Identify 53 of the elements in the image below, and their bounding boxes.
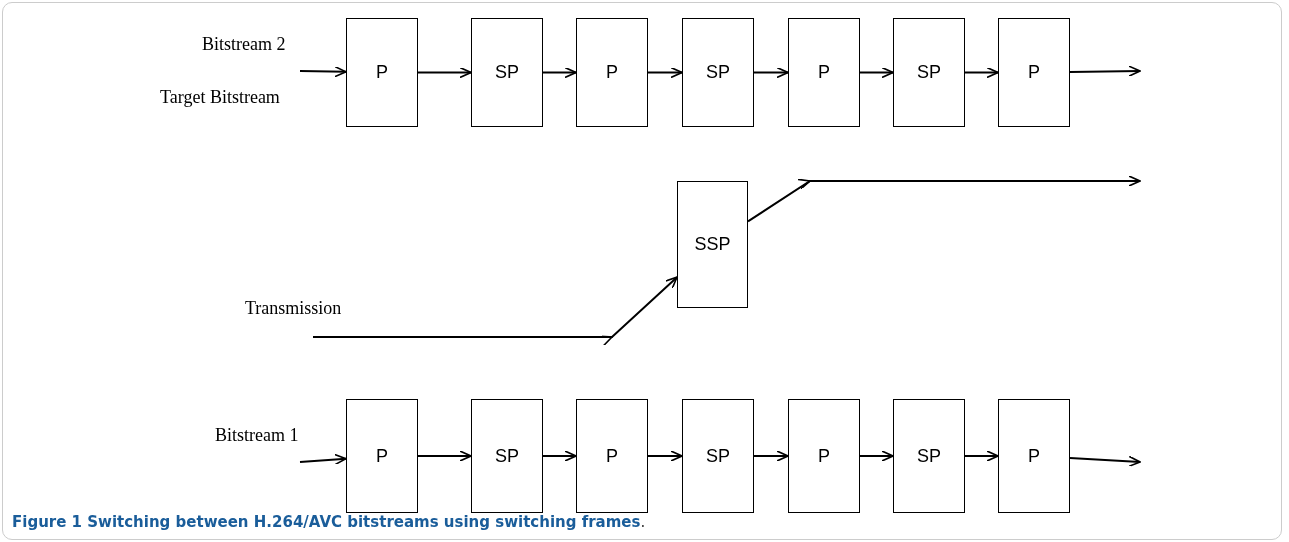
- frame-type-label: SP: [917, 445, 941, 467]
- frame-type-label: P: [818, 445, 830, 467]
- frame-type-label: SP: [495, 62, 519, 83]
- frame-type-label: SP: [495, 445, 519, 467]
- frame-type-label: P: [1028, 62, 1040, 83]
- arrow: [1069, 455, 1141, 468]
- frame-box: [998, 18, 1070, 127]
- frame-type-label: P: [606, 445, 618, 467]
- arrow: [417, 450, 472, 462]
- arrow: [312, 276, 678, 345]
- frame-type-label: SSP: [694, 234, 731, 255]
- arrow: [542, 66, 577, 79]
- arrow: [647, 450, 683, 462]
- frame-type-label: P: [376, 62, 388, 83]
- frame-box: [346, 399, 418, 513]
- frame-box: [998, 399, 1070, 513]
- arrow: [859, 450, 894, 462]
- figure-caption: Figure 1 Switching between H.264/AVC bitstreams using switching frames.: [12, 513, 646, 531]
- arrow: [859, 66, 894, 79]
- arrow: [753, 66, 789, 79]
- arrow: [299, 65, 347, 78]
- frame-type-label: P: [376, 445, 388, 467]
- arrow: [1069, 65, 1141, 77]
- frame-box: [788, 399, 860, 513]
- frame-box: [471, 18, 543, 127]
- frame-box: [682, 18, 754, 127]
- frame-type-label: P: [606, 62, 618, 83]
- stream-label: Transmission: [245, 298, 342, 319]
- arrow: [542, 450, 577, 462]
- frame-type-label: SP: [706, 62, 730, 83]
- frame-box: [576, 399, 648, 513]
- frame-type-label: SP: [706, 445, 730, 467]
- frame-box: [346, 18, 418, 127]
- frame-box: [471, 399, 543, 513]
- arrow: [299, 453, 347, 466]
- arrow: [417, 66, 472, 79]
- arrow: [964, 450, 999, 462]
- frame-type-label: P: [1028, 445, 1040, 467]
- arrow: [753, 450, 789, 462]
- stream-label: Target Bitstream: [160, 87, 280, 108]
- frame-box: [788, 18, 860, 127]
- frame-box: [682, 399, 754, 513]
- frame-type-label: SP: [917, 62, 941, 83]
- frame-box: [677, 181, 748, 308]
- arrow: [747, 176, 1141, 223]
- frame-box: [576, 18, 648, 127]
- frame-type-label: P: [818, 62, 830, 83]
- arrow: [964, 66, 999, 79]
- frame-box: [893, 399, 965, 513]
- stream-label: Bitstream 1: [215, 425, 299, 446]
- arrow: [647, 66, 683, 79]
- stream-label: Bitstream 2: [202, 34, 286, 55]
- frame-box: [893, 18, 965, 127]
